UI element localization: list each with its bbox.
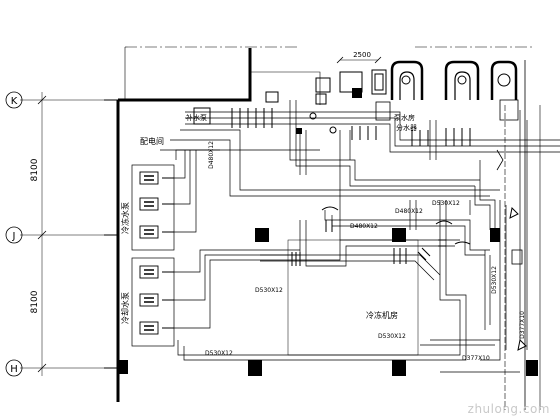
dimension-k-j: 8100 bbox=[30, 158, 40, 181]
structural-columns bbox=[118, 228, 538, 376]
axis-bubble-k bbox=[5, 91, 23, 109]
dimension-j-h: 8100 bbox=[30, 290, 40, 313]
axis-label-h: H bbox=[10, 364, 18, 375]
pipe-label-d530-bottom: D530X12 bbox=[205, 350, 233, 357]
axis-bubble-j bbox=[5, 226, 23, 244]
pipe-label-vert-d480: D480X12 bbox=[208, 141, 215, 169]
pipe-label-d480-mid: D480X12 bbox=[350, 223, 378, 230]
pipe-label-d377-bottom: D377X10 bbox=[462, 355, 490, 362]
pipe-label-d530-topright: D530X12 bbox=[432, 200, 460, 207]
axis-label-k: K bbox=[11, 96, 18, 107]
room-label-distribution: 配电间 bbox=[140, 136, 164, 146]
right-risers bbox=[420, 110, 528, 373]
pipe-label-d480-top: D480X12 bbox=[395, 208, 423, 215]
chiller-room-pipes bbox=[260, 180, 496, 356]
pipe-label-d377-right: D377X10 bbox=[519, 311, 526, 339]
pump-column-left bbox=[131, 164, 175, 347]
axis-label-j: J bbox=[12, 231, 16, 242]
watermark: zhulong.com bbox=[467, 402, 550, 416]
label-chilled-pumps: 冷却水泵 bbox=[120, 292, 130, 324]
room-label-pump: 泵水房 bbox=[394, 113, 415, 122]
water-tanks bbox=[315, 60, 519, 121]
building-outline bbox=[104, 46, 541, 410]
axis-grid: K J H 8100 8100 2500 bbox=[5, 51, 382, 377]
label-cooling-pumps: 冷冻水泵 bbox=[120, 202, 130, 234]
pipe-label-d530-right: D530X12 bbox=[378, 333, 406, 340]
label-water-divider: 分水器 bbox=[396, 123, 417, 132]
axis-bubble-h bbox=[5, 359, 23, 377]
label-makeup-water: 补水泵 bbox=[186, 113, 207, 122]
pipe-label-d530-mid: D530X12 bbox=[255, 287, 283, 294]
room-label-chiller: 冷冻机房 bbox=[366, 310, 398, 320]
pipe-label-d530-vert: D530X12 bbox=[491, 266, 498, 294]
top-dimension: 2500 bbox=[353, 51, 371, 59]
